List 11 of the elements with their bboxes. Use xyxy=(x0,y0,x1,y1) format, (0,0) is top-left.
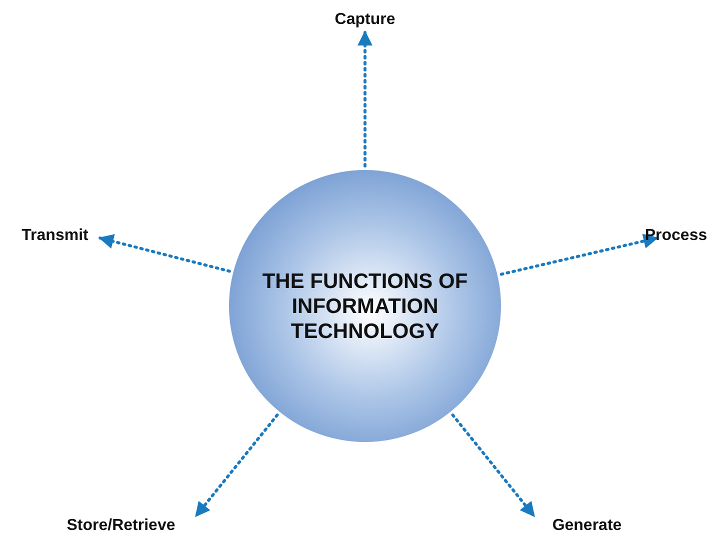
dotted-arrow xyxy=(451,414,536,518)
dotted-arrow xyxy=(98,234,231,273)
dotted-arrow xyxy=(500,234,658,276)
dotted-arrow xyxy=(194,414,279,518)
circle-title: THE FUNCTIONS OF INFORMATION TECHNOLOGY xyxy=(261,268,469,344)
function-label: Capture xyxy=(325,10,405,32)
function-label: Store/Retrieve xyxy=(52,516,190,536)
function-label: Generate xyxy=(542,516,632,536)
dotted-arrow xyxy=(358,30,372,168)
function-label: Process xyxy=(640,226,712,248)
function-label: Transmit xyxy=(12,226,98,248)
